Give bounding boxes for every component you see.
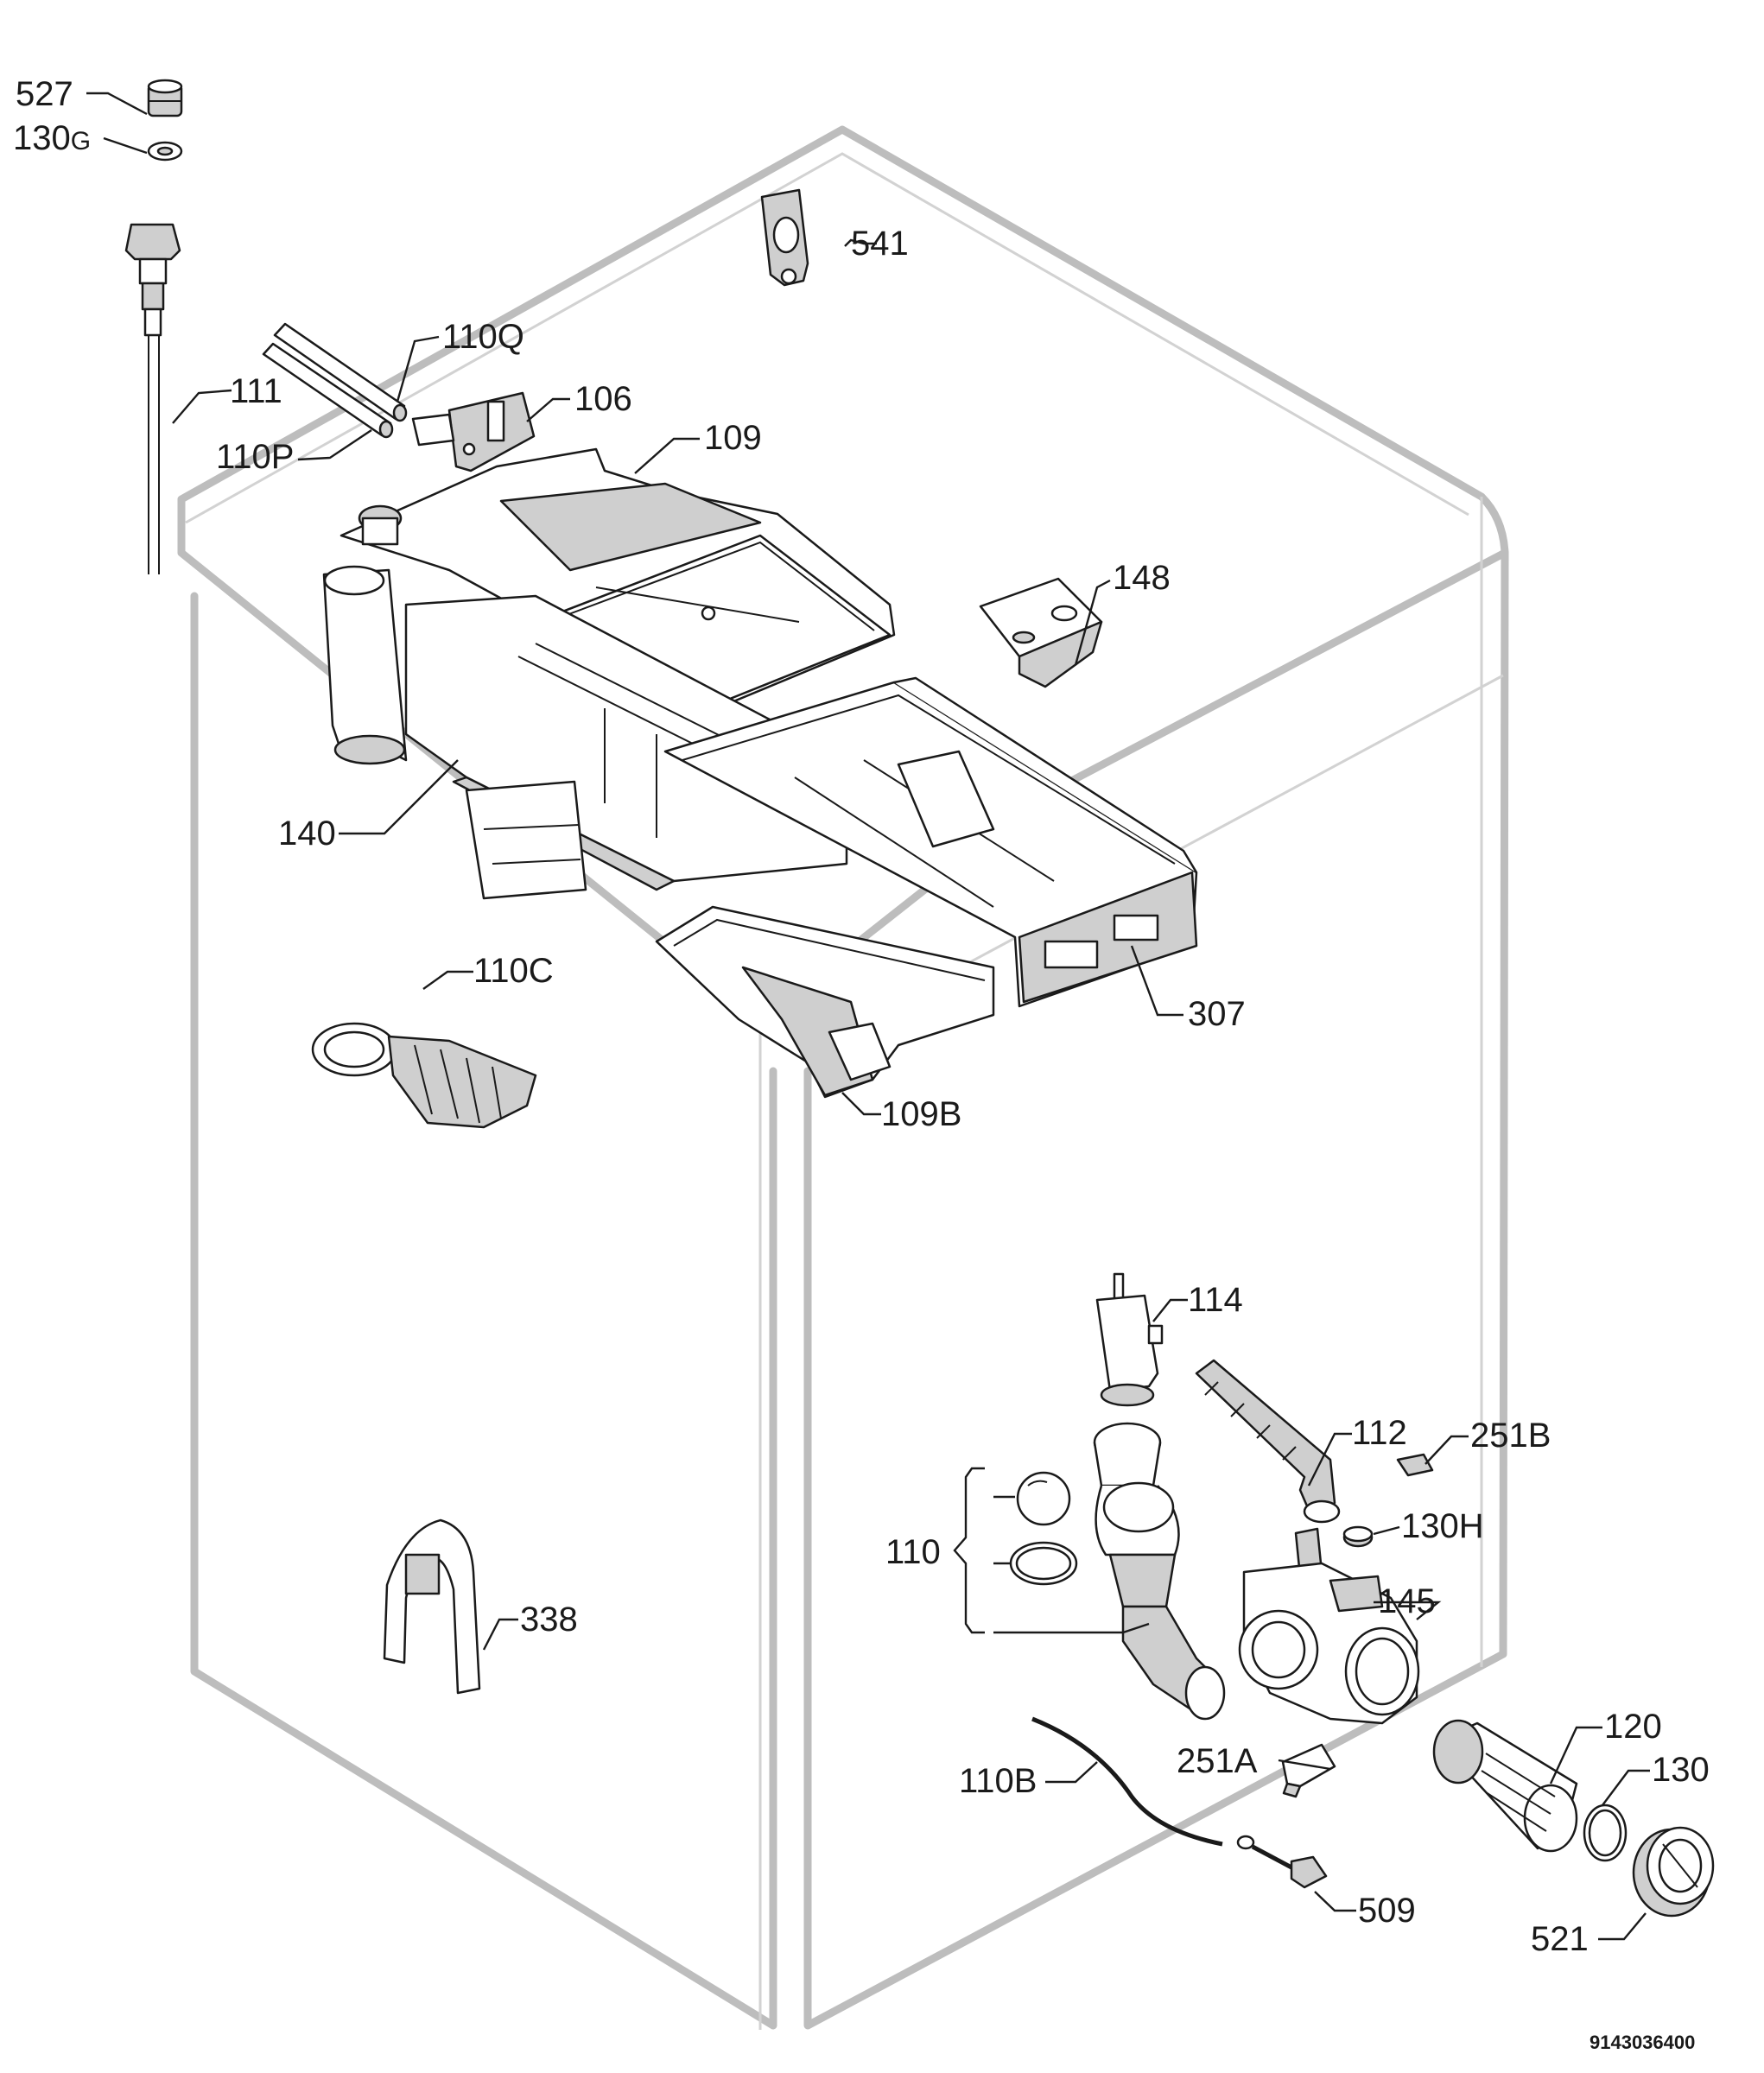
part-338-u-clamp: [383, 1518, 481, 1695]
label-140: 140: [278, 815, 336, 853]
part-114-pressure-chamber: [1095, 1272, 1164, 1407]
label-527: 527: [16, 75, 73, 113]
label-130: 130: [1652, 1751, 1710, 1789]
part-130h-grommet: [1342, 1525, 1374, 1548]
label-120: 120: [1604, 1708, 1662, 1746]
part-521-filter-cap: [1632, 1826, 1715, 1918]
part-251a-clip: [1281, 1743, 1336, 1798]
label-251a: 251A: [1177, 1742, 1258, 1780]
label-110b: 110B: [959, 1762, 1037, 1800]
part-labels: 527 130G 541 110Q 111 106 110P 109 148 1…: [13, 75, 1710, 2053]
part-541-bracket: [760, 188, 809, 287]
label-114: 114: [1188, 1281, 1243, 1319]
part-110b-tube: [1031, 1716, 1223, 1847]
label-251b: 251B: [1470, 1417, 1551, 1455]
label-148: 148: [1113, 559, 1171, 597]
label-109: 109: [704, 419, 762, 457]
part-140-dispenser-body: [322, 565, 848, 900]
part-307-drawer-frame: [663, 676, 1198, 1008]
part-509-plug: [1236, 1835, 1328, 1889]
label-307: 307: [1188, 995, 1246, 1033]
leader-lines: [86, 92, 1650, 1941]
label-110c: 110C: [473, 952, 554, 990]
label-521: 521: [1531, 1920, 1589, 1958]
part-106-valve: [411, 391, 536, 472]
label-145: 145: [1378, 1582, 1436, 1620]
part-120-filter: [1432, 1719, 1578, 1853]
document-number: 9143036400: [1590, 2032, 1695, 2053]
part-527-cap: [147, 79, 183, 117]
part-148-clip: [979, 577, 1103, 688]
part-111-inlet-hose: [124, 223, 181, 574]
label-109b: 109B: [881, 1095, 961, 1133]
label-110p: 110P: [216, 438, 294, 476]
label-106: 106: [574, 380, 632, 418]
part-110-sump-hose: [1093, 1422, 1226, 1721]
label-110: 110: [885, 1533, 941, 1571]
label-110q: 110Q: [442, 318, 524, 356]
part-109-dispenser-housing: [339, 447, 896, 710]
label-111: 111: [230, 372, 282, 410]
part-110p-tube: [262, 342, 394, 439]
label-509: 509: [1358, 1892, 1416, 1930]
part-110-ring: [1009, 1541, 1078, 1586]
part-251b-clip: [1396, 1453, 1434, 1477]
part-145-pump-housing: [1238, 1527, 1420, 1725]
part-112-corrugated-hose: [1195, 1359, 1341, 1524]
part-109b-lower-shell: [655, 905, 995, 1099]
part-110c-bellows: [311, 1022, 537, 1129]
part-130-o-ring: [1583, 1804, 1628, 1862]
label-130g: 130G: [13, 119, 91, 157]
label-541: 541: [851, 225, 909, 263]
part-110-ball: [1016, 1471, 1071, 1526]
label-338: 338: [520, 1601, 578, 1639]
part-130g-washer: [147, 141, 183, 162]
label-112: 112: [1352, 1414, 1407, 1452]
label-130h: 130H: [1401, 1507, 1484, 1545]
part-110q-tube: [273, 322, 408, 422]
